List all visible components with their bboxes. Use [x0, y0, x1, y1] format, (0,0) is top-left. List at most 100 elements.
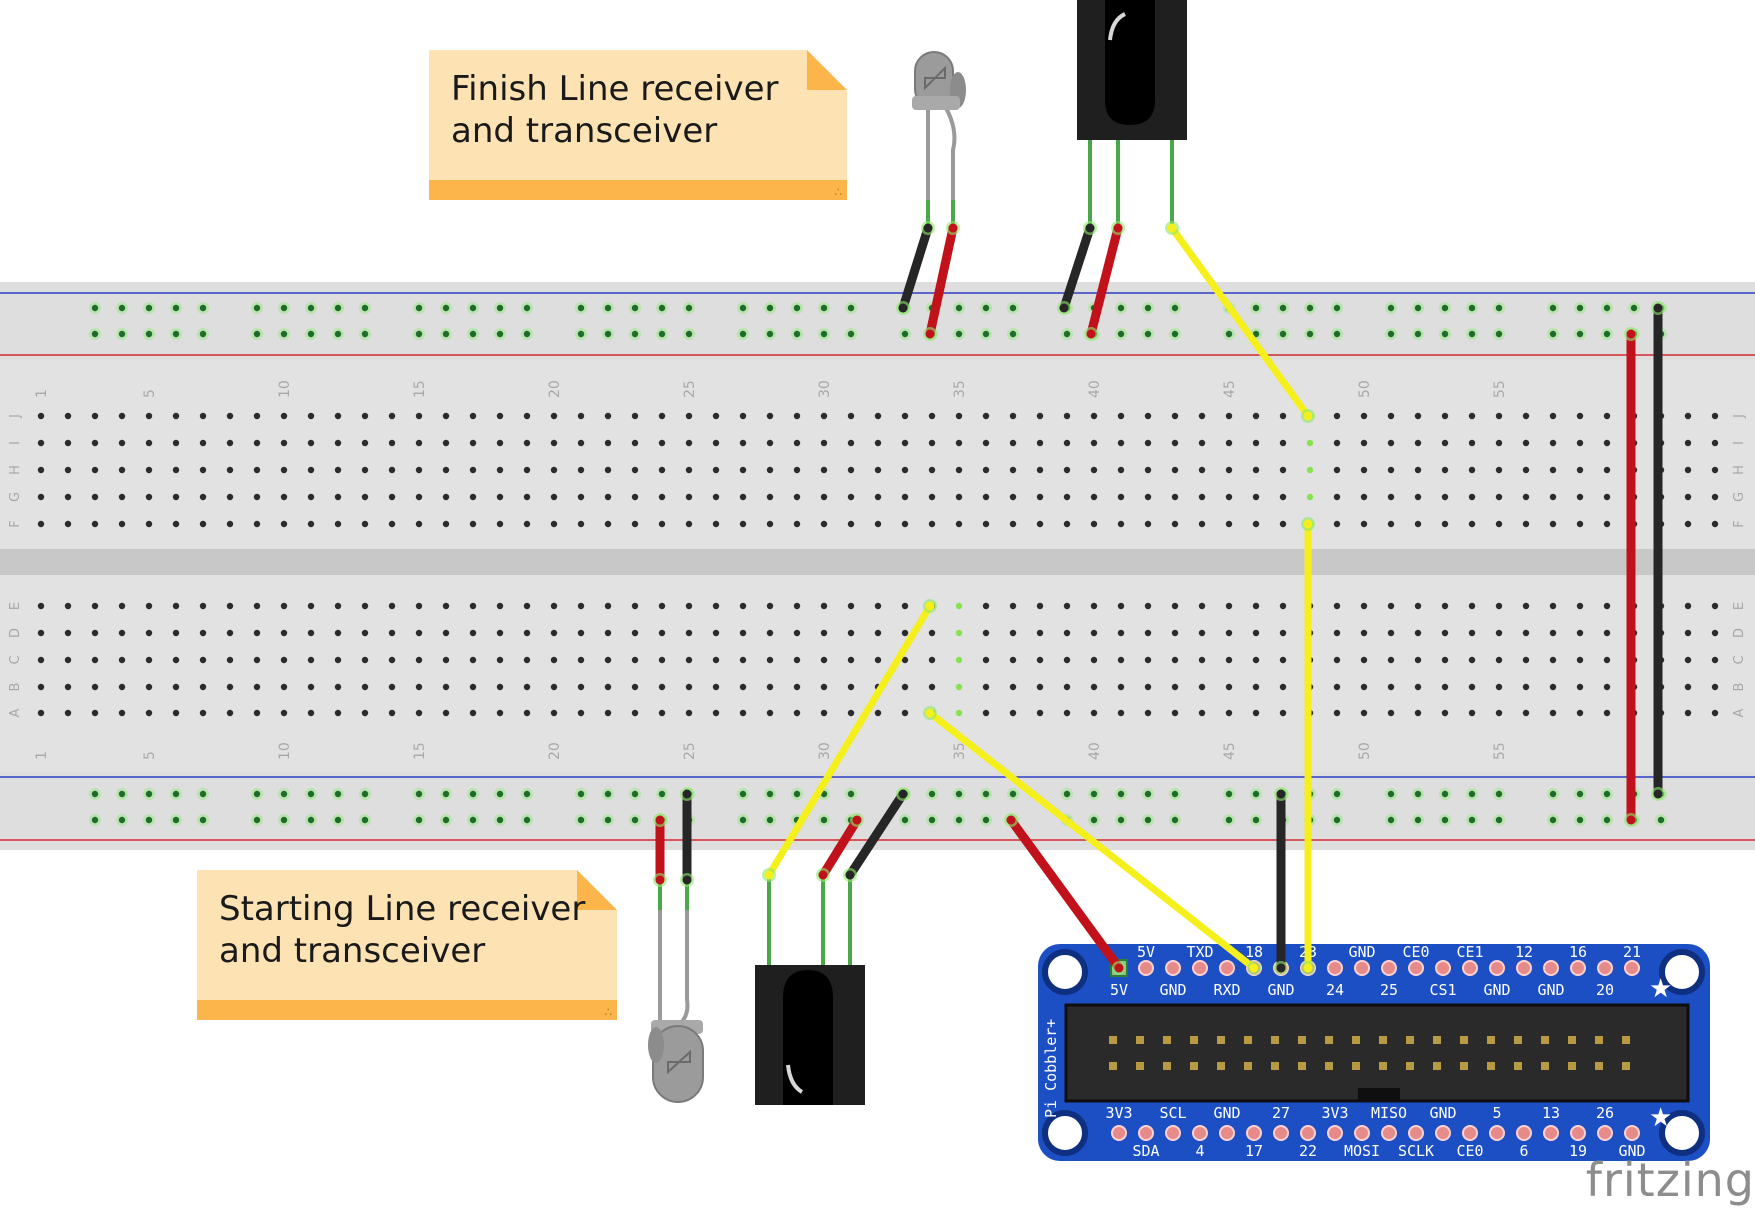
cobbler-pin-label: 17 — [1245, 1142, 1263, 1160]
rail-hole — [1603, 790, 1611, 798]
breadboard-hole — [1090, 656, 1098, 664]
breadboard-hole — [685, 412, 693, 420]
breadboard-hole — [1009, 412, 1017, 420]
breadboard-hole — [766, 520, 774, 528]
rail-hole — [982, 304, 990, 312]
start-ir-receiver — [755, 878, 865, 1105]
rail-hole — [820, 330, 828, 338]
breadboard-hole — [361, 709, 369, 717]
breadboard-hole — [253, 629, 261, 637]
breadboard-hole — [1198, 709, 1206, 717]
wire-end — [764, 870, 774, 880]
breadboard-hole — [901, 656, 909, 664]
breadboard-hole — [1603, 439, 1611, 447]
rail-hole — [1657, 816, 1665, 824]
breadboard-hole — [361, 466, 369, 474]
header-pin — [1298, 1062, 1306, 1070]
breadboard-hole — [523, 602, 531, 610]
breadboard-hole — [550, 629, 558, 637]
wire-end — [845, 870, 855, 880]
breadboard-hole — [334, 656, 342, 664]
breadboard-hole — [1549, 656, 1557, 664]
breadboard-hole — [631, 629, 639, 637]
breadboard-hole — [1306, 466, 1314, 474]
breadboard-hole — [1279, 709, 1287, 717]
breadboard-hole — [577, 520, 585, 528]
breadboard-hole — [928, 439, 936, 447]
breadboard-hole — [1387, 439, 1395, 447]
breadboard-hole — [739, 439, 747, 447]
breadboard-hole — [496, 629, 504, 637]
breadboard-hole — [1036, 493, 1044, 501]
breadboard-hole — [1144, 466, 1152, 474]
row-letter: I — [8, 441, 23, 445]
cobbler-pin-label: CE0 — [1402, 943, 1429, 961]
breadboard-hole — [1360, 602, 1368, 610]
breadboard-hole — [955, 493, 963, 501]
breadboard-hole — [361, 656, 369, 664]
rail-hole — [118, 330, 126, 338]
rail-hole — [1009, 330, 1017, 338]
finish-led — [912, 51, 966, 228]
breadboard-hole — [1036, 520, 1044, 528]
breadboard-hole — [280, 466, 288, 474]
breadboard-hole — [226, 439, 234, 447]
wire-end — [1303, 963, 1313, 973]
wire-end — [1167, 223, 1177, 233]
breadboard-hole — [1495, 439, 1503, 447]
rail-hole — [253, 304, 261, 312]
breadboard-hole — [145, 629, 153, 637]
rail-hole — [1387, 816, 1395, 824]
breadboard-hole — [307, 683, 315, 691]
breadboard-hole — [1468, 709, 1476, 717]
cobbler-pad — [1435, 1125, 1451, 1141]
cobbler-pin-label: 26 — [1596, 1104, 1614, 1122]
breadboard-hole — [631, 709, 639, 717]
finish-line-note: Finish Line receiver and transceiver ∴ — [429, 50, 847, 200]
breadboard-hole — [1468, 656, 1476, 664]
rail-hole — [145, 816, 153, 824]
breadboard-hole — [928, 629, 936, 637]
breadboard-hole — [1360, 709, 1368, 717]
breadboard-hole — [847, 683, 855, 691]
breadboard-hole — [199, 656, 207, 664]
breadboard-hole — [1684, 656, 1692, 664]
rail-hole — [604, 816, 612, 824]
breadboard-hole — [1603, 656, 1611, 664]
rail-hole — [199, 816, 207, 824]
breadboard-hole — [793, 520, 801, 528]
wire-end — [1249, 963, 1259, 973]
rail-hole — [631, 790, 639, 798]
header-pin — [1352, 1062, 1360, 1070]
breadboard-hole — [550, 602, 558, 610]
rail-hole — [1387, 790, 1395, 798]
breadboard-hole — [361, 520, 369, 528]
breadboard-hole — [847, 656, 855, 664]
breadboard-hole — [37, 466, 45, 474]
header-pin — [1568, 1036, 1576, 1044]
breadboard-hole — [1576, 629, 1584, 637]
breadboard-hole — [820, 683, 828, 691]
breadboard-hole — [1495, 629, 1503, 637]
rail-hole — [1495, 790, 1503, 798]
breadboard-hole — [820, 493, 828, 501]
breadboard-hole — [1684, 439, 1692, 447]
breadboard-hole — [1603, 466, 1611, 474]
breadboard-hole — [118, 493, 126, 501]
breadboard-hole — [577, 683, 585, 691]
breadboard-hole — [685, 709, 693, 717]
rail-hole — [1441, 816, 1449, 824]
finish-ir-receiver — [1077, 0, 1187, 225]
rail-hole — [1009, 790, 1017, 798]
breadboard-hole — [1549, 709, 1557, 717]
rail-hole — [1252, 790, 1260, 798]
breadboard-hole — [901, 466, 909, 474]
breadboard-hole — [1198, 602, 1206, 610]
rail-hole — [1603, 304, 1611, 312]
header-pin — [1109, 1062, 1117, 1070]
breadboard-hole — [307, 466, 315, 474]
rail-hole — [955, 790, 963, 798]
breadboard-hole — [1009, 493, 1017, 501]
cobbler-pad — [1165, 1125, 1181, 1141]
